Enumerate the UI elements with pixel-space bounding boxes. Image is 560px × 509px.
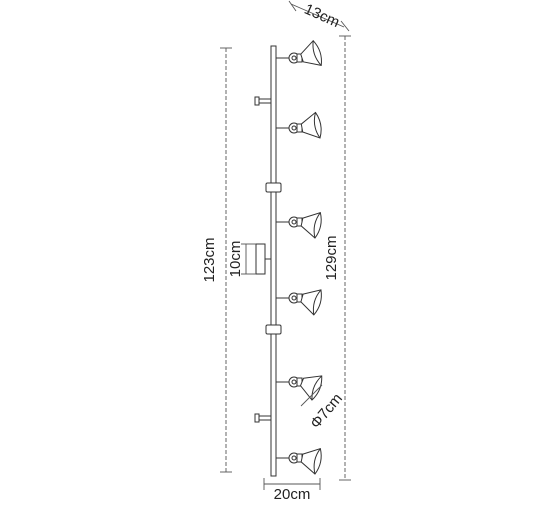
dimension-fixture-length xyxy=(220,47,232,473)
main-bar xyxy=(270,45,277,477)
spot-lamp-4 xyxy=(276,289,322,316)
label-fixture-length: 123cm xyxy=(201,237,218,282)
dimension-canopy-height xyxy=(241,243,256,275)
spot-lamp-5 xyxy=(276,375,323,401)
spot-lamp-2 xyxy=(276,111,322,139)
spot-lamps xyxy=(276,39,323,475)
dimension-base-width xyxy=(263,478,321,490)
mounting-bracket-upper xyxy=(254,96,271,106)
mounting-bracket-lower xyxy=(254,413,271,423)
label-canopy-height: 10cm xyxy=(227,241,244,278)
dimension-shade-length xyxy=(288,0,350,32)
label-base-width: 20cm xyxy=(274,486,311,503)
bar-joint-upper xyxy=(265,182,282,193)
bar-joint-lower xyxy=(265,324,282,335)
dimension-total-length xyxy=(339,35,351,481)
fixture-outline xyxy=(254,39,323,477)
dimension-shade-diameter xyxy=(300,384,323,407)
label-shade-length: 13cm xyxy=(302,1,342,31)
ceiling-canopy xyxy=(255,243,266,275)
spot-lamp-6 xyxy=(276,447,322,475)
label-total-length: 129cm xyxy=(323,235,340,280)
spot-lamp-3 xyxy=(276,211,322,239)
spot-lamp-1 xyxy=(276,39,322,67)
